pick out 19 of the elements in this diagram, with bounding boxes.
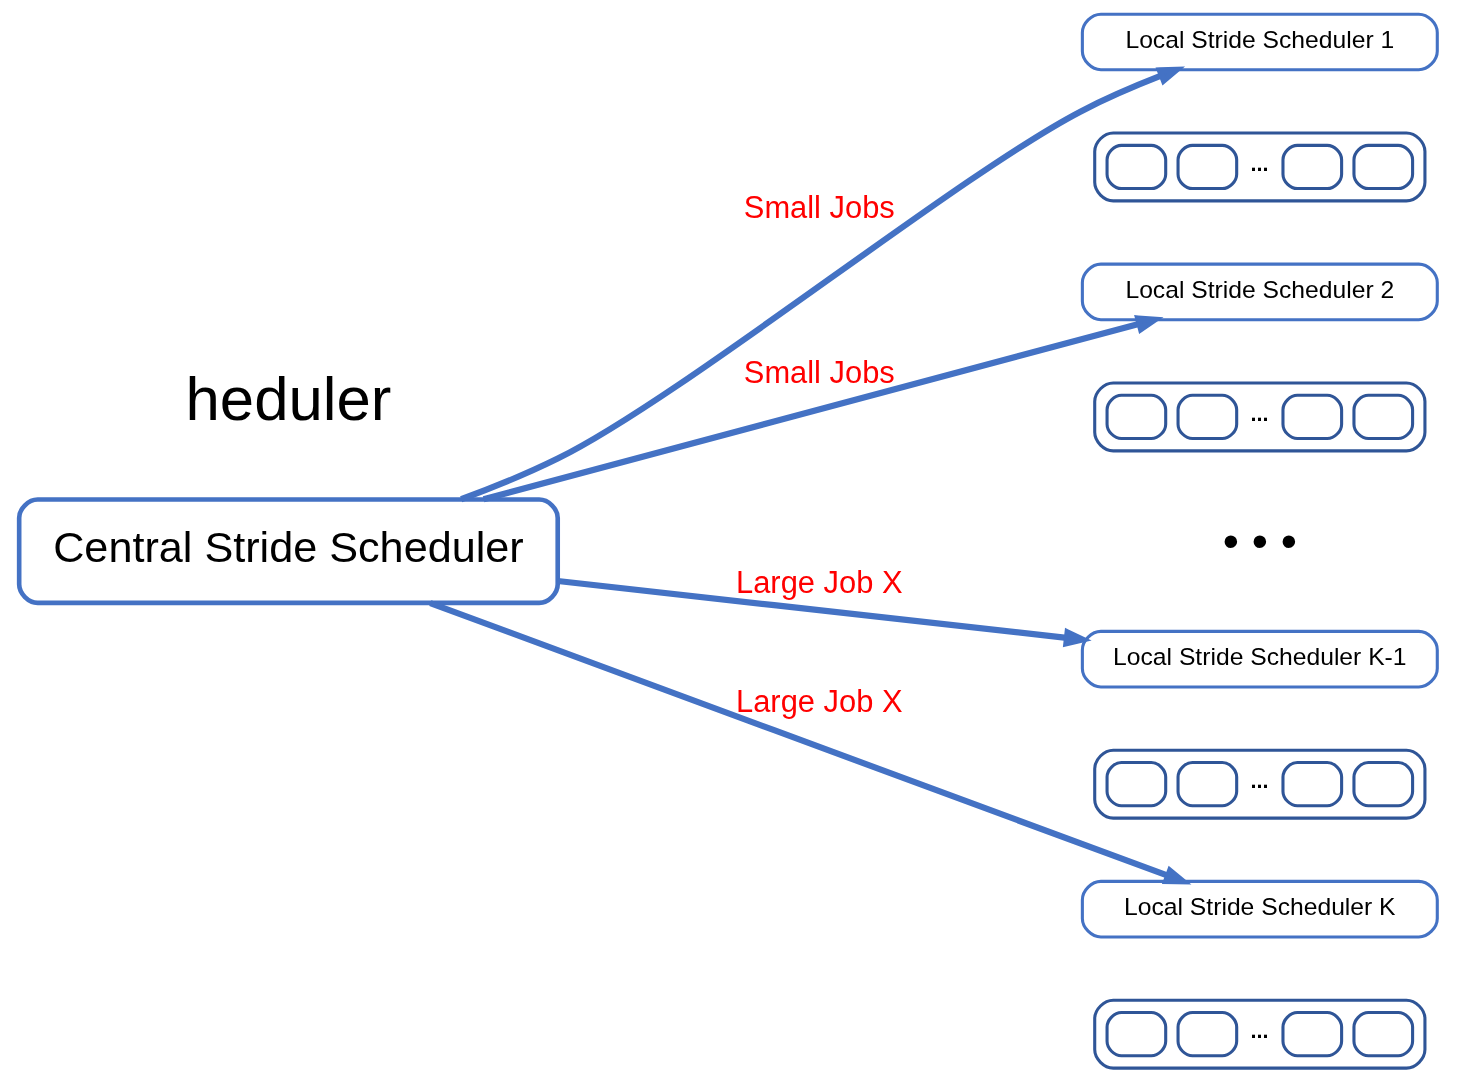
label: • • • bbox=[1222, 514, 1297, 567]
node-box: ... bbox=[1093, 748, 1427, 820]
edge-label: Large Job X bbox=[736, 683, 903, 719]
edge-label: Small Jobs bbox=[743, 354, 895, 390]
edge-label: Large Job X bbox=[736, 564, 903, 600]
node-box: Central Stride Scheduler bbox=[16, 497, 561, 606]
label: heduler bbox=[185, 364, 392, 434]
node-box: Local Stride Scheduler 2 bbox=[1080, 262, 1439, 322]
arrow bbox=[557, 578, 1092, 648]
node-box: Local Stride Scheduler 1 bbox=[1080, 12, 1439, 72]
node-box: Local Stride Scheduler K bbox=[1080, 879, 1439, 939]
arrow bbox=[482, 315, 1164, 503]
edge-label: Small Jobs bbox=[743, 189, 895, 225]
node-box: ... bbox=[1093, 131, 1427, 203]
node-box: ... bbox=[1093, 998, 1427, 1070]
node-box: ... bbox=[1093, 381, 1427, 453]
arrow bbox=[429, 600, 1192, 885]
node-box: Local Stride Scheduler K-1 bbox=[1080, 629, 1439, 689]
arrow bbox=[460, 66, 1185, 503]
